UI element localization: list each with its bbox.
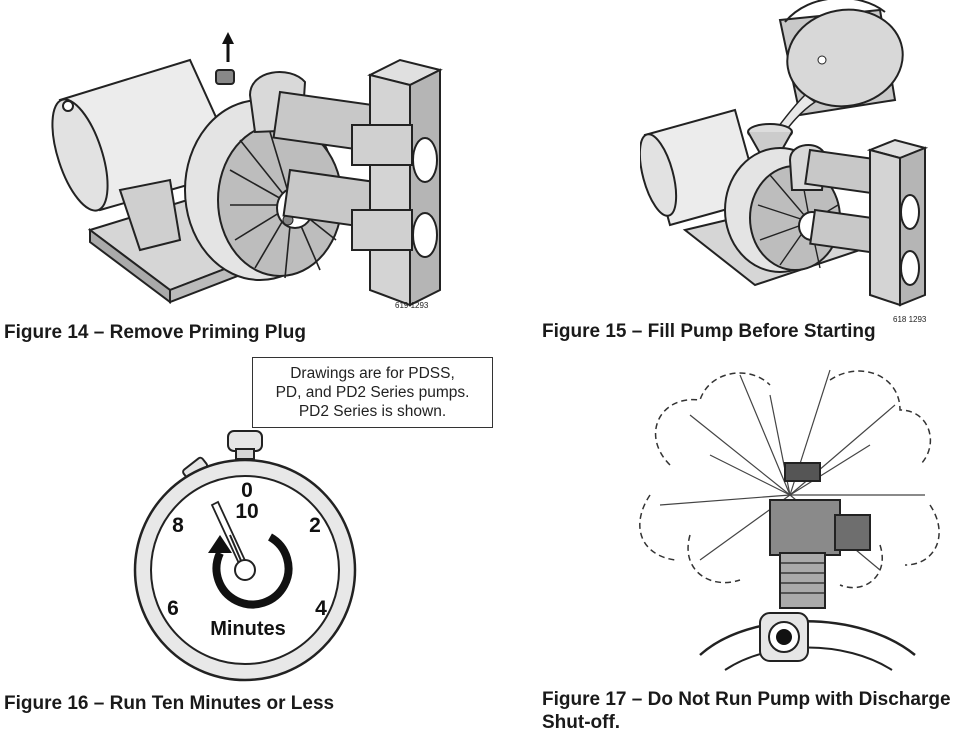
figure-15-caption: Figure 15 – Fill Pump Before Starting — [542, 321, 876, 342]
rotation-arrow-icon — [208, 533, 293, 609]
dial-number-0: 0 — [241, 479, 253, 502]
dial-label-minutes: Minutes — [210, 618, 286, 640]
figure-15-illustration — [640, 0, 929, 307]
note-line: PD2 Series is shown. — [298, 403, 447, 420]
figure-17-illustration — [639, 369, 940, 671]
figure-15-code: 618 1293 — [893, 315, 927, 324]
figure-14-code: 619 1293 — [395, 301, 429, 310]
dial-number-8: 8 — [172, 514, 184, 537]
discharge-valve — [769, 462, 871, 609]
up-arrow-icon — [222, 32, 234, 62]
note-line: Drawings are for PDSS, — [290, 365, 455, 382]
steam-cloud — [639, 370, 940, 589]
note-line: PD, and PD2 Series pumps. — [275, 384, 470, 401]
dial-number-6: 6 — [167, 597, 179, 620]
figure-16-caption: Figure 16 – Run Ten Minutes or Less — [4, 693, 335, 714]
figure-17-caption-line2: Shut-off. — [542, 712, 621, 733]
figure-14-caption: Figure 14 – Remove Priming Plug — [4, 322, 306, 343]
priming-plug — [215, 69, 235, 85]
bucket — [778, 0, 904, 117]
dial-number-4: 4 — [315, 597, 327, 620]
figure-16-stopwatch: 0 2 4 6 8 10 Minutes — [133, 430, 357, 682]
series-note-box: Drawings are for PDSS, PD, and PD2 Serie… — [252, 357, 493, 428]
dial-center-value: 10 — [235, 500, 258, 523]
dial-number-2: 2 — [309, 514, 321, 537]
figure-14-illustration — [51, 32, 443, 307]
pump-body — [184, 99, 343, 281]
figure-17-caption-line1: Figure 17 – Do Not Run Pump with Dischar… — [542, 689, 951, 710]
